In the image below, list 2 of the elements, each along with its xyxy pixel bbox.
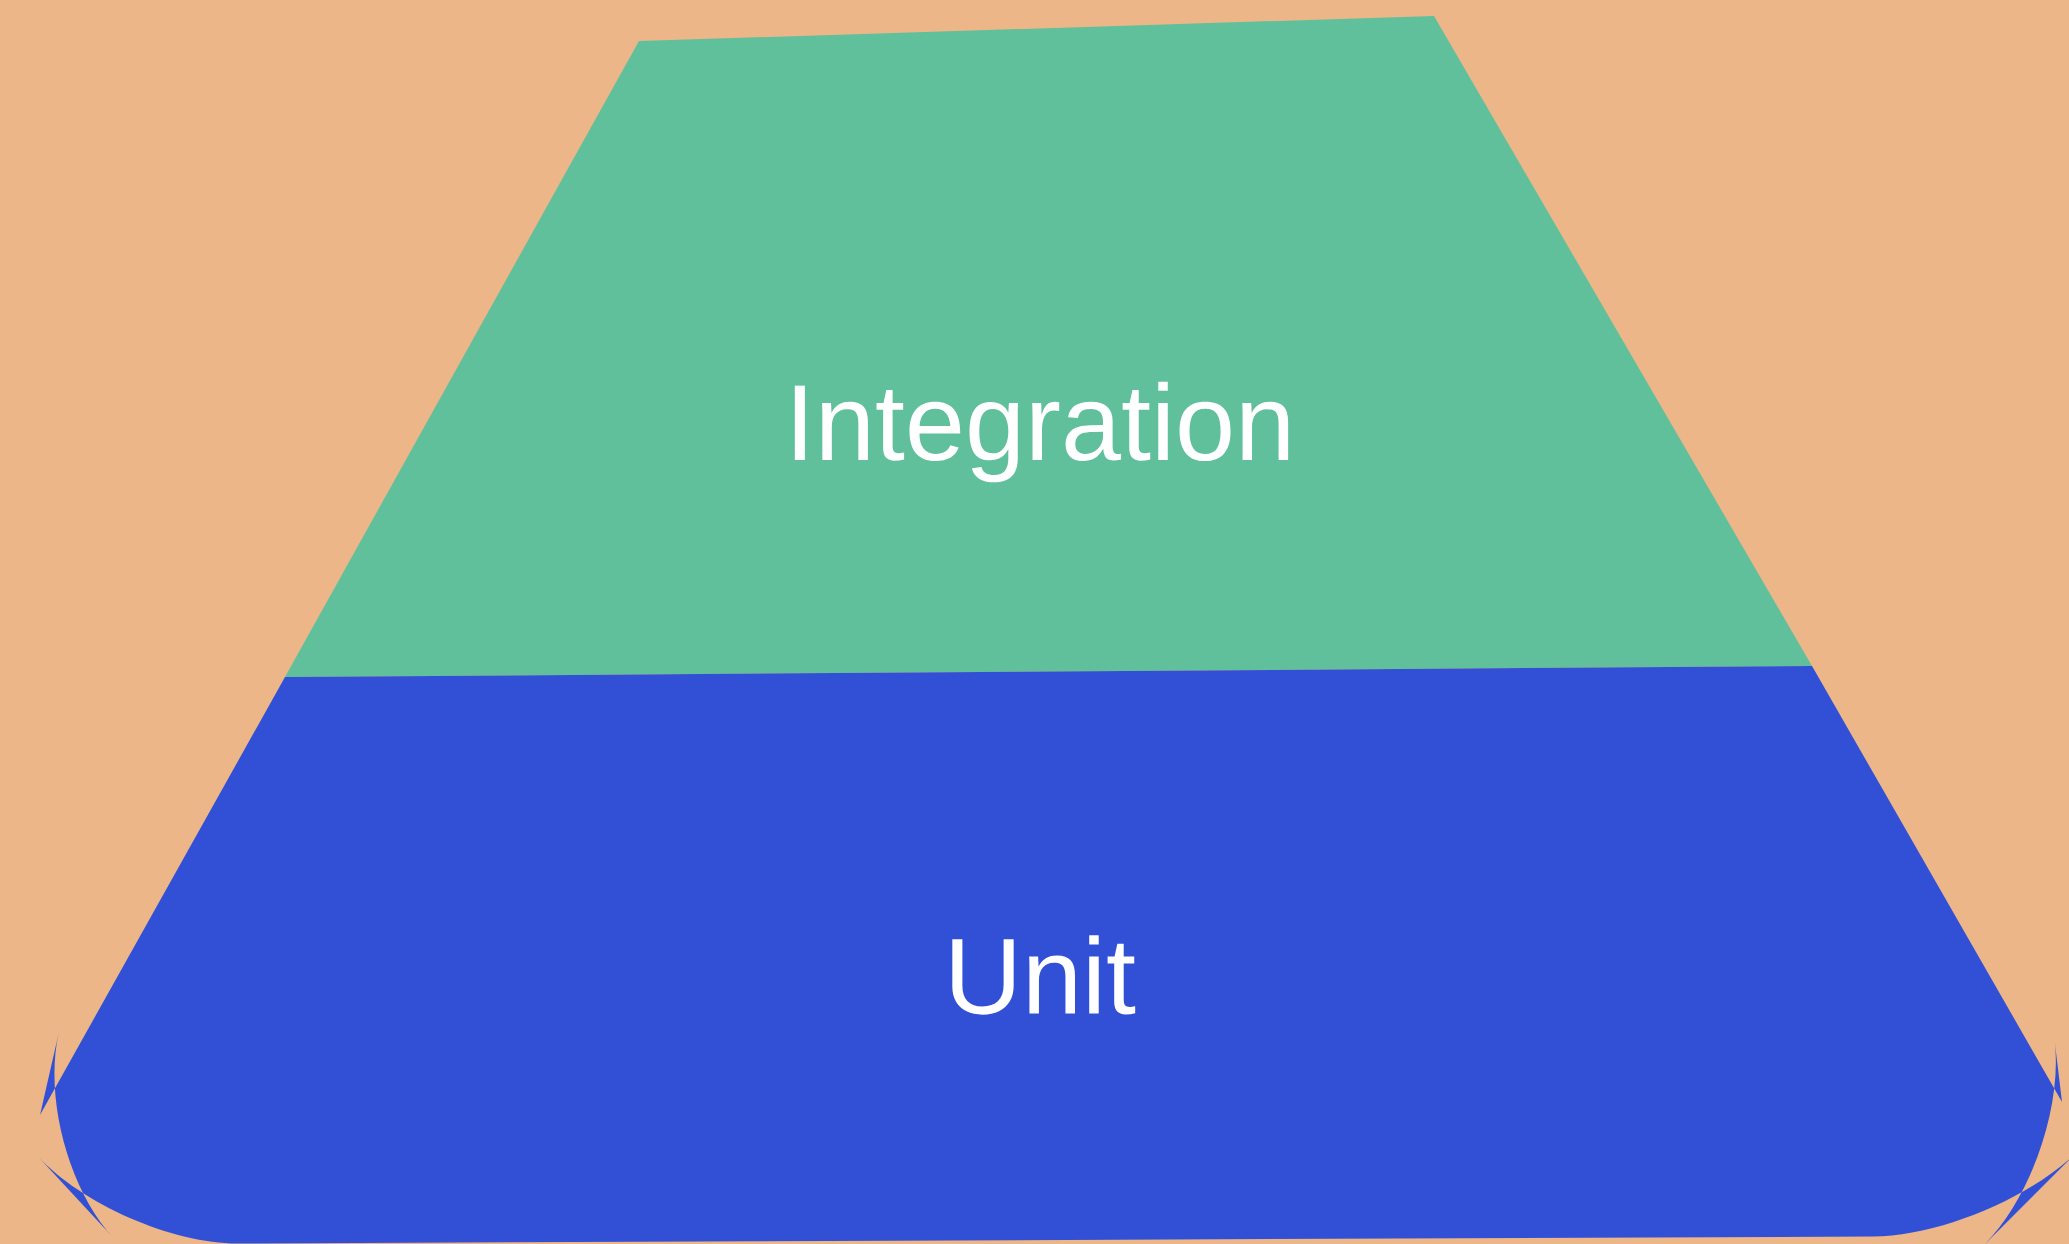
- pyramid-band: Unit: [37, 666, 2069, 1244]
- pyramid-band: Integration: [285, 16, 1812, 677]
